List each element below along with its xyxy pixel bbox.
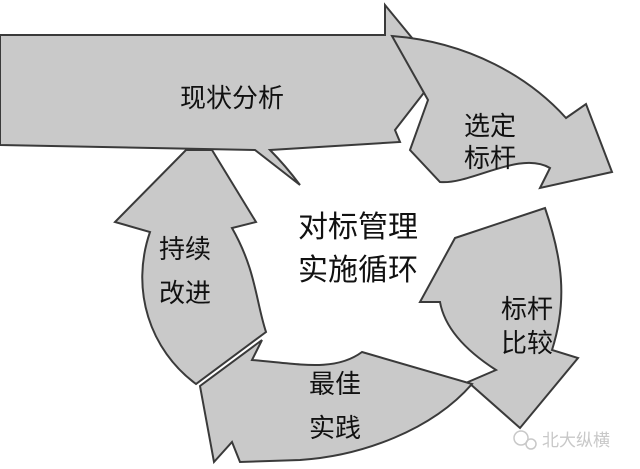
step-label-5b: 改进 [159,279,211,309]
step-label-2b: 标杆 [464,144,516,174]
step-label-5a: 持续 [159,235,211,265]
step-label-2a: 选定 [464,112,516,142]
step-arrow-best-practice [198,339,474,465]
step-arrow-select-benchmark [390,34,614,190]
step-label-1: 现状分析 [180,84,284,114]
step-arrow-continuous-improvement [113,149,268,386]
step-label-4a: 最佳 [309,370,361,400]
wechat-icon [513,430,537,450]
step-label-3b: 比较 [501,329,553,359]
center-title-line1: 对标管理 [298,210,418,245]
step-label-4b: 实践 [309,414,361,444]
step-label-3a: 标杆 [501,295,553,325]
watermark-text: 北大纵横 [542,431,610,451]
center-title-line2: 实施循环 [298,253,418,288]
step-arrow-compare [418,206,580,430]
